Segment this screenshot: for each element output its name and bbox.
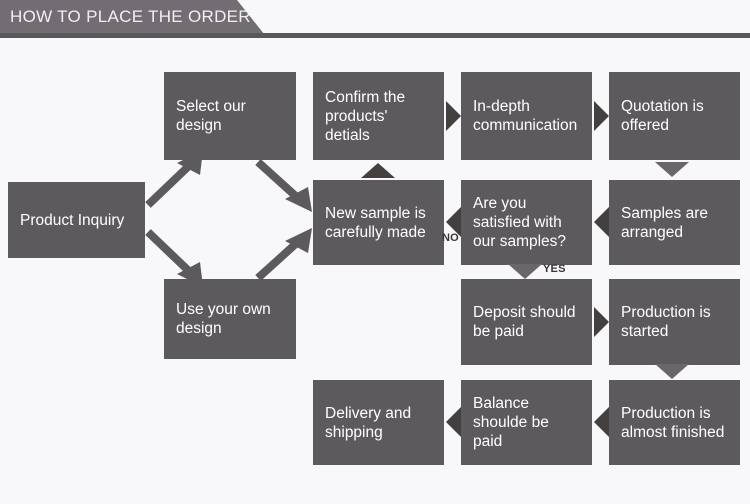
arrow-balance-to-delivery — [446, 407, 461, 437]
node-confirm-details[interactable]: Confirm the products' detials — [313, 72, 444, 160]
node-label: Production is started — [621, 304, 711, 340]
arrow-satisfied-yes-to-deposit — [508, 264, 542, 279]
node-select-our-design[interactable]: Select our design — [164, 72, 296, 160]
arrow-quotation-to-samples — [655, 162, 689, 177]
banner-shape — [0, 0, 264, 34]
node-production-started[interactable]: Production is started — [609, 279, 740, 365]
node-quotation-offered[interactable]: Quotation is offered — [609, 72, 740, 160]
node-label: Product Inquiry — [20, 211, 125, 229]
arrow-satisfied-no-to-new-sample — [446, 207, 461, 237]
page-title: HOW TO PLACE THE ORDER — [10, 7, 251, 26]
arrow-deposit-to-production — [594, 307, 609, 337]
node-delivery-shipping[interactable]: Delivery and shipping — [313, 380, 444, 465]
branch-label-no: NO — [442, 232, 459, 244]
arrow-communication-to-quotation — [594, 101, 609, 131]
node-label: Deposit should be paid — [473, 304, 576, 340]
branch-label-yes: YES — [543, 263, 566, 275]
node-label: Production is almost finished — [621, 404, 725, 441]
node-label: Delivery and shipping — [325, 404, 412, 441]
node-label: In-depth communication — [473, 98, 578, 134]
arrow-production-to-almost-finished — [655, 364, 689, 379]
banner-rule — [0, 33, 750, 38]
node-label: New sample is carefully made — [325, 204, 426, 241]
arrow-almost-finished-to-balance — [594, 407, 609, 437]
node-samples-arranged[interactable]: Samples are arranged — [609, 180, 740, 265]
node-label: Are you satisfied with our samples? — [473, 195, 567, 250]
arrow-samples-to-satisfied — [594, 207, 609, 237]
node-label: Balance shoulde be paid — [473, 395, 549, 450]
node-label: Quotation is offered — [621, 98, 704, 134]
node-balance-paid[interactable]: Balance shoulde be paid — [461, 380, 592, 465]
node-label: Confirm the products' detials — [325, 88, 406, 144]
arrow-confirm-to-communication — [446, 101, 461, 131]
header-banner: HOW TO PLACE THE ORDER — [0, 0, 750, 40]
arrow-new-sample-to-confirm — [361, 163, 395, 178]
node-are-you-satisfied[interactable]: Are you satisfied with our samples? — [461, 180, 592, 265]
node-production-almost-finished[interactable]: Production is almost finished — [609, 380, 740, 465]
node-label: Select our design — [176, 98, 246, 134]
node-product-inquiry[interactable]: Product Inquiry — [8, 182, 145, 258]
node-new-sample[interactable]: New sample is carefully made — [313, 180, 444, 265]
node-label: Use your own design — [176, 301, 271, 337]
node-use-your-own-design[interactable]: Use your own design — [164, 279, 296, 359]
node-in-depth-communication[interactable]: In-depth communication — [461, 72, 592, 160]
node-label: Samples are arranged — [621, 204, 709, 241]
node-deposit-paid[interactable]: Deposit should be paid — [461, 279, 592, 365]
